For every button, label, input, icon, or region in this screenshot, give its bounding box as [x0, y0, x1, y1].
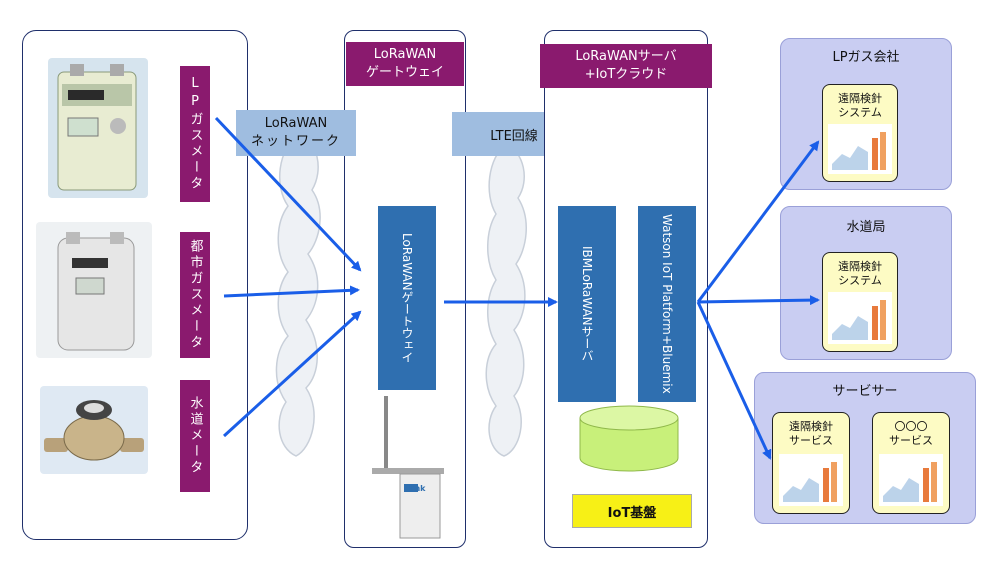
gateway-box: LoRaWAN ゲートウェイ: [378, 206, 436, 390]
lp-gas-card-line2: システム: [838, 106, 882, 119]
database-cylinder-icon: [579, 405, 679, 472]
watson-box-line1: Watson IoT Platform: [660, 214, 674, 336]
gateway-header-line1: LoRaWAN: [373, 47, 437, 62]
customer-water-bureau-title: 水道局: [846, 220, 886, 235]
lp-gas-chart-thumbnail: [828, 124, 892, 174]
gateway-device-brand: link: [409, 484, 426, 493]
arrow-city-to-gateway: [223, 285, 360, 298]
ibm-box-line2: LoRaWANサーバ: [580, 268, 594, 362]
gateway-header-line2: ゲートウェイ: [365, 65, 444, 80]
water-card-line1: 遠隔検針: [838, 260, 882, 273]
servicer-card1-line2: サービス: [789, 434, 833, 447]
city-gas-meter-label: 都市ガスメータ: [180, 232, 210, 358]
lp-gas-system-card-text: 遠隔検針 システム: [822, 92, 898, 120]
city-gas-meter-image: [36, 222, 152, 358]
lp-gas-meter-label: LPガスメータ: [180, 66, 210, 202]
arrow-cloud-to-lp-company: [696, 140, 820, 303]
servicer-card1-line1: 遠隔検針: [789, 420, 833, 433]
lte-cloud: [485, 143, 527, 457]
gateway-device-image: [372, 396, 444, 539]
lorawan-network-line2: ネットワーク: [250, 134, 341, 149]
watson-box-line2: +Bluemix: [660, 335, 674, 394]
water-chart-thumbnail: [828, 292, 892, 344]
customer-servicer-title: サービサー: [832, 384, 898, 399]
gateway-box-line2: ゲートウェイ: [400, 290, 414, 363]
water-meter-image: [40, 386, 148, 474]
lorawan-network-label: LoRaWAN ネットワーク: [236, 110, 356, 156]
servicer-card2-line1: 〇〇〇: [894, 420, 928, 433]
water-system-card-text: 遠隔検針 システム: [822, 260, 898, 288]
gateway-box-line1: LoRaWAN: [400, 233, 414, 291]
watson-iot-platform-box: Watson IoT Platform +Bluemix: [638, 206, 696, 402]
lorawan-network-line1: LoRaWAN: [264, 116, 328, 131]
iot-foundation-label: IoT基盤: [572, 494, 692, 528]
server-header: LoRaWANサーバ +IoTクラウド: [540, 44, 712, 88]
gateway-header: LoRaWAN ゲートウェイ: [346, 42, 464, 86]
arrow-cloud-to-servicer: [696, 301, 772, 460]
ibm-box-line1: IBM: [580, 246, 594, 269]
servicer-chart-thumbnail-1: [779, 454, 843, 506]
lp-gas-meter-image: [48, 58, 148, 198]
server-header-line2: +IoTクラウド: [584, 67, 668, 82]
customer-lp-gas-company-title: LPガス会社: [832, 50, 900, 65]
servicer-other-service-text: 〇〇〇 サービス: [872, 420, 950, 448]
arrow-water-to-gateway: [222, 310, 362, 438]
water-card-line2: システム: [838, 274, 882, 287]
server-header-line1: LoRaWANサーバ: [575, 49, 677, 64]
servicer-chart-thumbnail-2: [879, 454, 943, 506]
ibm-lorawan-server-box: IBM LoRaWANサーバ: [558, 206, 616, 402]
arrow-lp-to-gateway: [214, 116, 362, 272]
water-meter-label: 水道メータ: [180, 380, 210, 492]
lp-gas-card-line1: 遠隔検針: [838, 92, 882, 105]
servicer-card2-line2: サービス: [889, 434, 933, 447]
servicer-remote-service-text: 遠隔検針 サービス: [772, 420, 850, 448]
arrow-cloud-to-water-bureau: [697, 295, 820, 306]
